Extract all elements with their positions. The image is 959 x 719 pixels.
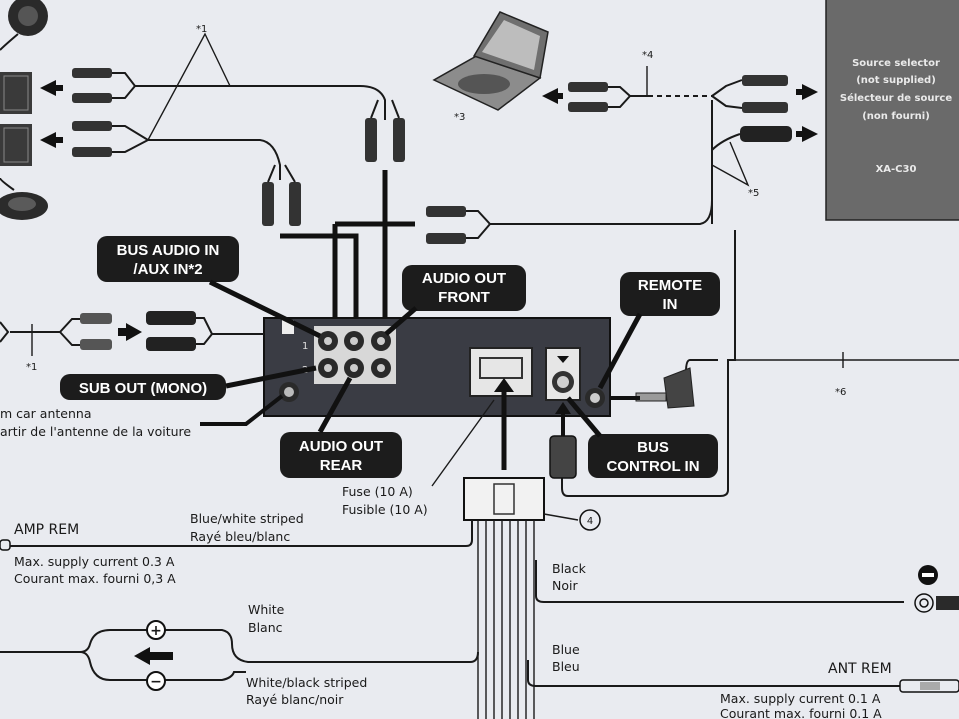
amp-rem-plug-icon (0, 539, 11, 551)
arrow-right-icon (796, 84, 818, 142)
monitor-icon (432, 11, 549, 111)
rca-plug-icon (742, 75, 788, 113)
footnote-5: *5 (748, 188, 759, 199)
wire-harness-connector (463, 477, 545, 521)
callout-bus-audio-in: BUS AUDIO IN /AUX IN*2 (97, 236, 322, 339)
arrow-right-icon (118, 323, 142, 341)
arrow-left-icon (542, 88, 563, 104)
amplifier-2-icon (0, 124, 32, 166)
mini-plug-icon (635, 367, 695, 409)
blue-label-fr: Bleu (552, 659, 580, 674)
svg-text:SUB OUT (MONO): SUB OUT (MONO) (79, 380, 207, 397)
ground-terminal-icon (914, 593, 959, 613)
callout-audio-out-rear: AUDIO OUT REAR (280, 376, 402, 478)
svg-text:+: + (150, 623, 162, 639)
svg-text:−: − (150, 674, 162, 690)
white-label-fr: Blanc (248, 620, 283, 635)
amplifier-1-icon (0, 72, 32, 114)
bus-control-jack-icon[interactable] (545, 347, 581, 401)
svg-text:BUS: BUS (637, 439, 669, 456)
svg-text:BUS AUDIO IN: BUS AUDIO IN (117, 242, 220, 259)
plus-terminal-icon: + (146, 620, 166, 640)
ant-rem-plug-icon (899, 679, 959, 693)
svg-text:AUDIO OUT: AUDIO OUT (422, 270, 506, 287)
ant-rem-line-2: Courant max. fourni 0.1 A (720, 706, 882, 719)
amp-rem-title: AMP REM (14, 522, 79, 538)
source-selector-model: XA-C30 (876, 164, 917, 175)
source-selector-line-2: (not supplied) (856, 75, 936, 86)
fuse-label-en: Fuse (10 A) (342, 484, 413, 499)
white-black-label-en: White/black striped (246, 675, 367, 690)
footnote-3: *3 (454, 112, 465, 123)
footnote-1b: *1 (26, 362, 37, 373)
antenna-label-en: m car antenna (0, 406, 91, 421)
svg-text:AUDIO OUT: AUDIO OUT (299, 438, 383, 455)
black-label-fr: Noir (552, 578, 578, 593)
ant-rem-title: ANT REM (828, 661, 892, 677)
white-black-label-fr: Rayé blanc/noir (246, 692, 344, 707)
footnote-4: *4 (642, 50, 653, 61)
fuse-label-fr: Fusible (10 A) (342, 502, 428, 517)
rca-plug-icon (80, 311, 196, 351)
rca-plug-icon (568, 82, 608, 112)
svg-text:/AUX IN*2: /AUX IN*2 (133, 261, 202, 278)
harness-wires (477, 520, 535, 719)
blue-white-label-en: Blue/white striped (190, 511, 304, 526)
rca-jack-icon[interactable] (318, 331, 391, 378)
rca-plug-vertical-icon (262, 118, 405, 226)
black-label-en: Black (552, 561, 587, 576)
channel-1-label: 1 (302, 341, 308, 352)
source-selector-line-4: (non fourni) (862, 111, 930, 122)
source-selector-line-3: Sélecteur de source (840, 92, 952, 104)
antenna-label-fr: artir de l'antenne de la voiture (0, 424, 191, 439)
ant-rem-line-1: Max. supply current 0.1 A (720, 691, 881, 706)
arrow-left-icon (40, 132, 63, 148)
callout-sub-out: SUB OUT (MONO) (60, 365, 317, 400)
amp-rem-line-1: Max. supply current 0.3 A (14, 554, 175, 569)
blue-label-en: Blue (552, 642, 580, 657)
arrow-left-icon (134, 647, 173, 665)
svg-text:REAR: REAR (320, 457, 363, 474)
svg-text:IN: IN (663, 296, 678, 313)
rca-plug-icon (72, 68, 112, 157)
harness-number: 4 (587, 516, 593, 527)
blue-white-label-fr: Rayé bleu/blanc (190, 529, 290, 544)
minus-terminal-icon: − (146, 671, 166, 691)
antenna-jack-icon[interactable] (279, 382, 299, 402)
callout-bus-control-in: BUS CONTROL IN (566, 396, 718, 478)
bus-plug-icon (740, 126, 792, 142)
arrow-left-icon (40, 80, 63, 96)
bus-cable-plug-icon (549, 435, 577, 479)
white-label-en: White (248, 602, 285, 617)
source-selector-line-1: Source selector (852, 58, 940, 69)
speaker-bottom-icon (0, 192, 48, 220)
amp-rem-line-2: Courant max. fourni 0,3 A (14, 571, 176, 586)
svg-text:REMOTE: REMOTE (638, 277, 702, 294)
source-selector-box: Source selector (not supplied) Sélecteur… (825, 0, 959, 221)
speaker-wire-group (0, 629, 479, 681)
speaker-top-icon (8, 0, 48, 36)
remote-in-jack-icon[interactable] (585, 388, 605, 408)
svg-text:CONTROL IN: CONTROL IN (606, 458, 699, 475)
footnote-6: *6 (835, 387, 846, 398)
callout-audio-out-front: AUDIO OUT FRONT (384, 265, 526, 336)
svg-text:FRONT: FRONT (438, 289, 490, 306)
callout-remote-in: REMOTE IN (597, 272, 720, 390)
rca-plug-icon (426, 206, 466, 244)
minus-terminal-icon (918, 565, 938, 585)
footnote-1a: *1 (196, 24, 207, 35)
